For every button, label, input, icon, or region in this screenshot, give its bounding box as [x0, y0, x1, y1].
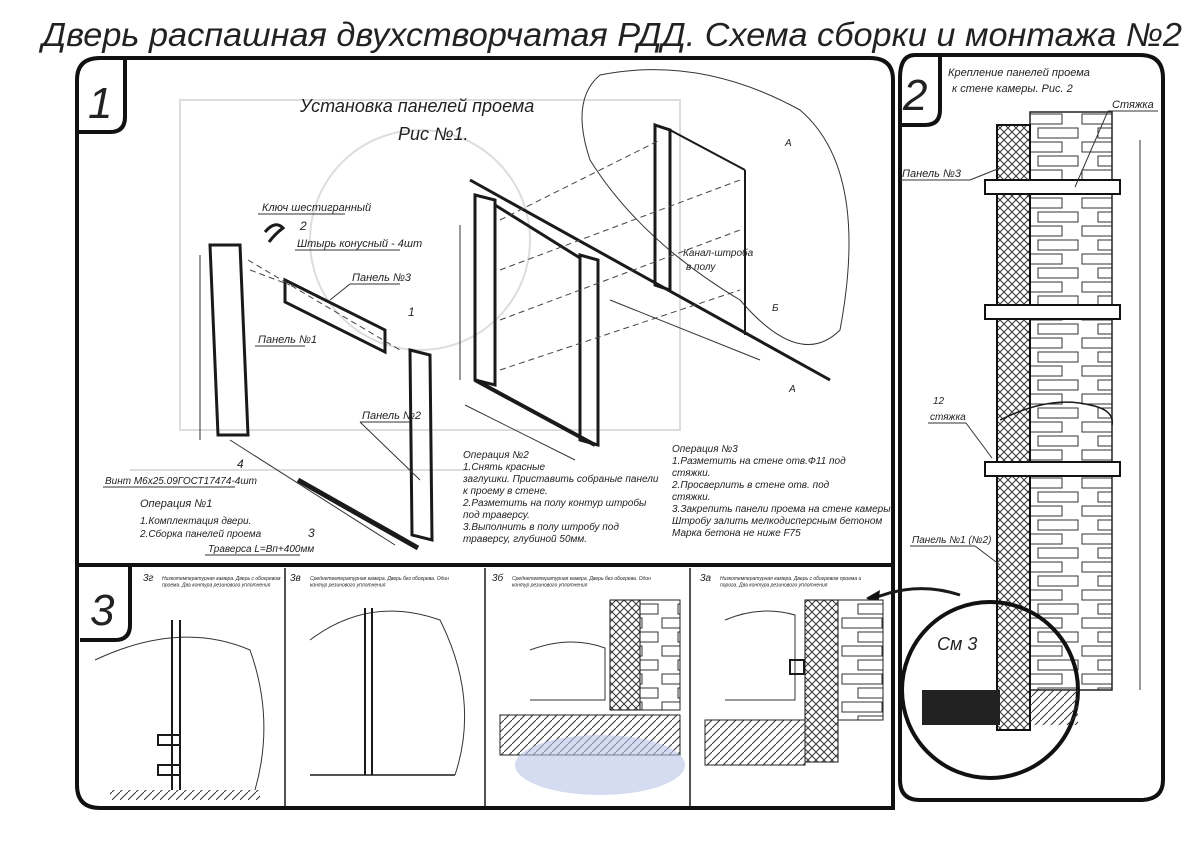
section1-subheading: Рис №1. — [398, 124, 469, 144]
callout-1: 1 — [408, 305, 415, 319]
label-channel-floor: в полу — [686, 262, 716, 273]
label-panel-1-2: Панель №1 (№2) — [912, 535, 991, 546]
operation3-line: 2.Просверлить в стене отв. под — [671, 480, 830, 491]
detail-caption: Низкотемпературная камера. Дверь с обогр… — [720, 576, 862, 589]
tie-rod-3 — [984, 461, 1121, 477]
detail-3b: 3б Среднетемпературная камера. Дверь без… — [492, 572, 685, 795]
operation3-line: стяжки. — [672, 468, 711, 479]
label-see-3: См 3 — [937, 634, 977, 654]
callout-3: 3 — [308, 526, 315, 540]
detail-id: 3а — [700, 573, 712, 584]
stamp-watermark — [515, 735, 685, 795]
operation2-title: Операция №2 — [463, 450, 529, 461]
operation1-title: Операция №1 — [140, 498, 212, 510]
operation2-line: заглушки. Приставить собраные панели — [462, 473, 659, 485]
panel-1 — [208, 243, 250, 437]
wall-section-figure — [984, 111, 1141, 731]
panel-2 — [408, 348, 434, 542]
section3-number: 3 — [90, 586, 115, 635]
section-mark-a-bottom: А — [788, 384, 796, 395]
detail-3a: 3а Низкотемпературная камера. Дверь с об… — [700, 573, 884, 766]
operation1-line: 1.Комплектация двери. — [140, 516, 251, 527]
section3-tab — [80, 567, 132, 642]
detail-id: 3б — [492, 572, 504, 584]
frame-installation-figure — [459, 69, 850, 461]
drawing-title: Дверь распашная двухстворчатая РДД. Схем… — [38, 16, 1182, 53]
detail-3v: 3в Среднетемпературная камера. Дверь без… — [290, 573, 466, 776]
detail-id: 3г — [143, 573, 154, 584]
panel-3 — [283, 277, 387, 355]
operation3-line: Марка бетона не ниже F75 — [672, 527, 801, 539]
operation3-line: 1.Разметить на стене отв.Ф11 под — [672, 456, 846, 467]
section2-number: 2 — [902, 71, 927, 120]
operation2-notes: Операция №2 1.Снять красные заглушки. Пр… — [462, 450, 659, 545]
sandwich-panel — [996, 124, 1031, 731]
label-traverse: Траверса L=Вп+400мм — [208, 544, 314, 555]
operation3-line: Штробу залить мелкодисперсным бетоном — [672, 515, 882, 527]
section1-heading: Установка панелей проема — [299, 96, 534, 116]
traverse — [296, 477, 420, 551]
label-panel-3: Панель №3 — [352, 272, 412, 284]
detail-id: 3в — [290, 573, 301, 584]
exploded-panels-figure — [199, 223, 434, 551]
brick-wall — [1029, 111, 1113, 691]
label-screw: Винт М6х25.09ГОСТ17474-4шт — [105, 476, 257, 487]
section-mark-b: Б — [772, 303, 779, 314]
arrow-to-section3-icon — [869, 587, 961, 602]
tie-rod-1 — [984, 179, 1121, 195]
section1-number: 1 — [88, 79, 112, 128]
operation2-line: 3.Выполнить в полу штробу под — [463, 521, 619, 533]
label-tie-small: стяжка — [930, 412, 966, 423]
label-panel-2: Панель №2 — [362, 410, 421, 422]
label-pin: Штырь конусный - 4шт — [297, 238, 422, 250]
operation3-line: стяжки. — [672, 492, 711, 503]
detail-caption: Среднетемпературная камера. Дверь без об… — [512, 576, 651, 589]
section1-frame — [75, 56, 895, 810]
hex-key-icon — [263, 223, 286, 243]
operation2-line: к проему в стене. — [463, 486, 548, 497]
section-mark-a-top: А — [784, 138, 792, 149]
label-channel: Канал-штроба — [683, 247, 754, 259]
section1-tab — [77, 58, 127, 134]
operation3-line: 3.Закрепить панели проема на стене камер… — [672, 504, 893, 515]
label-panel-1: Панель №1 — [258, 334, 317, 346]
operation2-line: 1.Снять красные — [463, 462, 545, 473]
section2-subheading: к стене камеры. Рис. 2 — [952, 83, 1073, 95]
label-tie: Стяжка — [1112, 99, 1154, 111]
operation2-line: под траверсу. — [463, 510, 530, 521]
operation2-line: траверсу, глубиной 50мм. — [463, 533, 587, 545]
section2-frame — [898, 53, 1165, 802]
section2-heading: Крепление панелей проема — [948, 67, 1090, 79]
callout-2: 2 — [299, 219, 307, 233]
operation3-title: Операция №3 — [672, 444, 738, 455]
operation1-line: 2.Сборка панелей проема — [139, 528, 262, 540]
operation2-line: 2.Разметить на полу контур штробы — [462, 497, 647, 509]
tie-rod-2 — [984, 304, 1121, 320]
detail-callout-circle — [866, 587, 1080, 780]
detail-caption: Среднетемпературная камера. Дверь без об… — [310, 576, 449, 589]
detail-3g: 3г Низкотемпературная камера. Дверь с об… — [94, 573, 281, 800]
label-hex-key: Ключ шестигранный — [262, 202, 371, 214]
detail-caption: Низкотемпературная камера. Дверь с обогр… — [162, 576, 281, 589]
label-panel3: Панель №3 — [902, 168, 962, 180]
label-tie-count: 12 — [933, 396, 945, 407]
section2-tab — [900, 55, 942, 127]
callout-4: 4 — [237, 457, 244, 471]
operation3-notes: Операция №3 1.Разметить на стене отв.Ф11… — [671, 444, 893, 539]
